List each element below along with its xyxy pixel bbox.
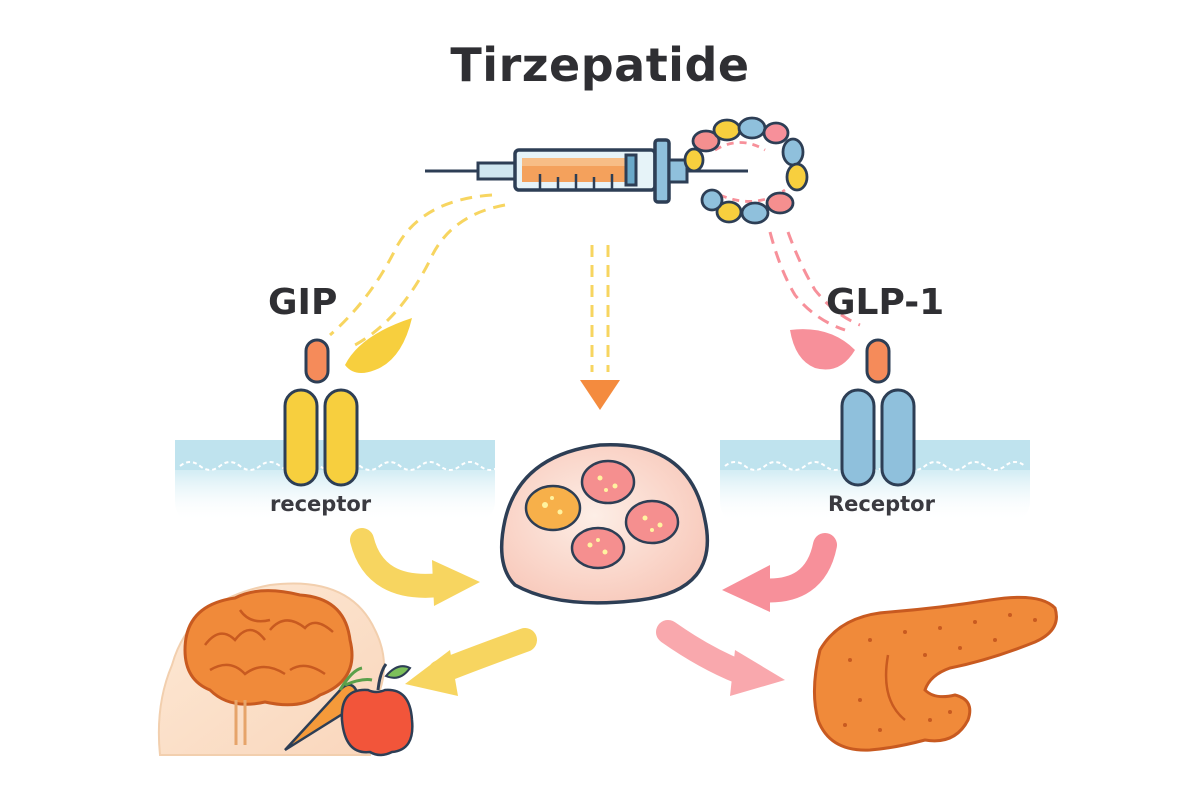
peptide-chain-icon [683, 116, 809, 225]
gip-ligand-shape [345, 318, 412, 374]
gip-pathway-dashes [329, 193, 506, 347]
center-pathway-dashes [590, 245, 610, 372]
glp1-ligand-shape [790, 329, 855, 370]
apple-carrot-icon [284, 663, 414, 757]
arrow-cell-to-pancreas [656, 620, 785, 696]
glp1-pathway-dashes [768, 231, 861, 332]
arrow-gip-to-cell [350, 528, 480, 606]
glp1-receptor-label: Receptor [828, 492, 935, 516]
glp1-label: GLP-1 [826, 282, 945, 323]
fat-cell-icon [499, 442, 710, 605]
arrow-cell-to-brain [405, 628, 537, 696]
gip-label: GIP [268, 282, 338, 323]
gip-receptor-label: receptor [270, 492, 372, 516]
center-down-arrowhead [580, 380, 620, 410]
arrow-glp1-to-cell [722, 533, 837, 612]
gip-receptor [283, 338, 359, 487]
pancreas-icon [812, 595, 1058, 752]
glp1-receptor [840, 338, 916, 487]
page-title: Tirzepatide [450, 38, 750, 92]
